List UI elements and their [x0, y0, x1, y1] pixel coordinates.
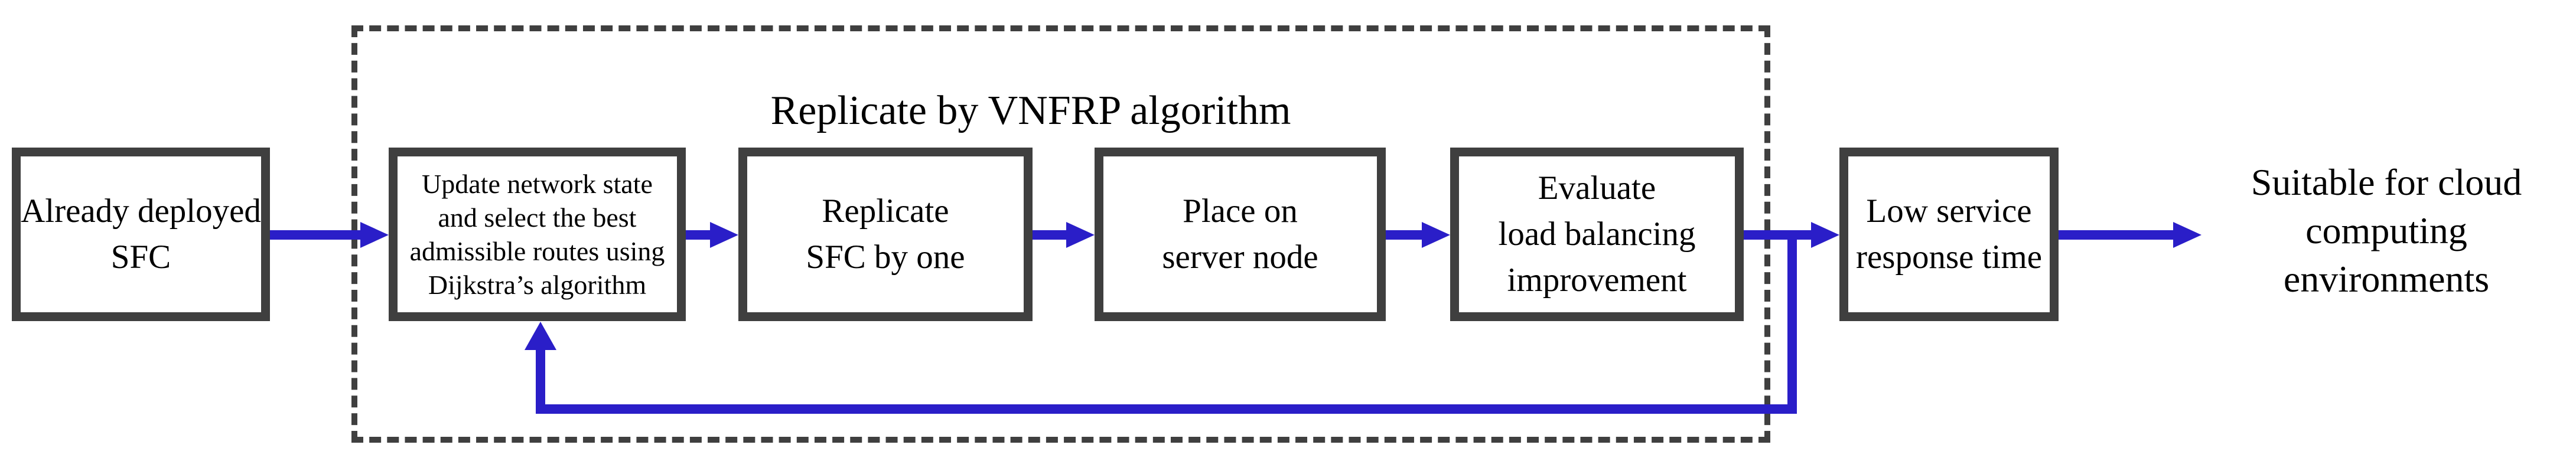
arrow-shaft	[1386, 230, 1425, 240]
arrowhead-right-icon	[710, 222, 738, 248]
feedback-leg-up	[536, 347, 545, 414]
node-label: Update network state and select the best…	[409, 169, 665, 300]
arrowhead-right-icon	[1422, 222, 1450, 248]
node-replicate-sfc-by-one: Replicate SFC by one	[738, 148, 1033, 321]
node-label: Replicate SFC by one	[806, 192, 965, 276]
arrowhead-up-icon	[525, 322, 556, 350]
arrowhead-right-icon	[360, 222, 389, 248]
node-update-network-state: Update network state and select the best…	[389, 148, 686, 321]
outcome-text: Suitable for cloud computing environment…	[2251, 161, 2522, 300]
node-label: Place on server node	[1162, 192, 1318, 276]
node-label: Already deployed SFC	[21, 192, 261, 276]
feedback-leg-bottom	[536, 404, 1797, 414]
arrow-shaft	[2059, 230, 2176, 240]
node-place-on-server-node: Place on server node	[1095, 148, 1386, 321]
node-label: Evaluate load balancing improvement	[1498, 169, 1696, 299]
node-label: Low service response time	[1855, 192, 2042, 276]
feedback-leg-down	[1787, 230, 1797, 414]
arrow-shaft	[270, 230, 363, 240]
arrow-shaft	[1744, 230, 1814, 240]
arrowhead-right-icon	[2173, 222, 2202, 248]
arrowhead-right-icon	[1066, 222, 1095, 248]
node-evaluate-load-balancing: Evaluate load balancing improvement	[1450, 148, 1744, 321]
arrow-shaft	[1033, 230, 1069, 240]
arrowhead-right-icon	[1811, 222, 1839, 248]
node-low-service-response-time: Low service response time	[1839, 148, 2059, 321]
vnfrp-group-title: Replicate by VNFRP algorithm	[770, 88, 1291, 133]
node-already-deployed-sfc: Already deployed SFC	[12, 148, 270, 321]
arrow-shaft	[686, 230, 713, 240]
